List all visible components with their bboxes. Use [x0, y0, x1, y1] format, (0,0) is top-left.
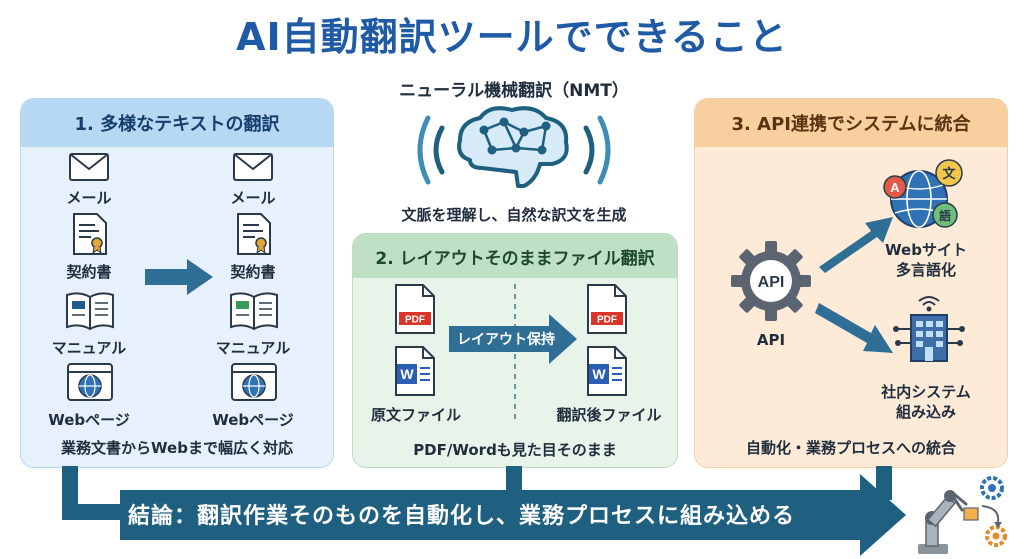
system-label-line1: 社内システム	[881, 383, 971, 401]
label-webpage-source: Webページ	[48, 411, 130, 429]
api-label: API	[756, 331, 786, 349]
api-gear-text: API	[758, 274, 785, 291]
pdf-text: PDF	[405, 315, 425, 326]
translate-arrow	[145, 259, 213, 295]
layout-keep-arrow	[449, 314, 577, 364]
mail-icon	[233, 153, 273, 181]
page-title: AI自動翻訳ツールでできること	[236, 15, 788, 59]
label-mail-target: メール	[230, 189, 276, 207]
panel3-heading: 3. API連携でシステムに統合	[695, 99, 1007, 147]
nmt-title: ニューラル機械翻訳（NMT）	[399, 81, 629, 101]
conclusion-banner: 結論：翻訳作業そのものを自動化し、業務プロセスに組み込める	[128, 504, 796, 529]
pdf-file-icon: PDF	[587, 284, 627, 334]
globe-language-icon: A 文 語	[883, 159, 963, 228]
brain-icon	[417, 106, 611, 188]
building-icon	[893, 296, 965, 362]
api-gear-icon: API	[731, 241, 811, 321]
layout-keep-label: レイアウト保持	[457, 332, 555, 348]
bubble-go: 語	[939, 208, 951, 223]
divider	[514, 284, 516, 424]
bubble-a: A	[890, 180, 900, 195]
web-label-line1: Webサイト	[885, 241, 967, 259]
label-webpage-target: Webページ	[212, 411, 294, 429]
word-text: W	[400, 366, 414, 382]
web-label-line2: 多言語化	[895, 261, 956, 279]
label-manual-source: マニュアル	[51, 339, 127, 357]
arrow-to-system	[815, 303, 893, 353]
word-file-icon: W	[587, 346, 627, 396]
system-label-line2: 組み込み	[895, 403, 956, 421]
robot-arm-icon	[918, 476, 1007, 554]
panel-file-translation: 2. レイアウトそのままファイル翻訳 PDF W 原文ファイル レイアウト保持 …	[352, 233, 678, 468]
label-mail-source: メール	[66, 189, 112, 207]
panel2-footer: PDF/Wordも見た目そのまま	[413, 441, 617, 459]
arrow-to-web	[819, 217, 893, 273]
word-text: W	[592, 366, 606, 382]
manual-icon	[66, 292, 114, 331]
panel3-footer: 自動化・業務プロセスへの統合	[745, 439, 956, 457]
mail-icon	[69, 153, 109, 181]
label-contract-source: 契約書	[66, 263, 112, 281]
bubble-bun: 文	[942, 166, 956, 182]
webpage-icon	[67, 363, 113, 401]
target-file-label: 翻訳後ファイル	[556, 406, 662, 424]
pdf-file-icon: PDF	[395, 284, 435, 334]
label-contract-target: 契約書	[230, 263, 276, 281]
label-manual-target: マニュアル	[215, 339, 291, 357]
panel1-heading: 1. 多様なテキストの翻訳	[21, 99, 333, 147]
panel2-heading: 2. レイアウトそのままファイル翻訳	[353, 234, 677, 278]
panel1-footer: 業務文書からWebまで幅広く対応	[61, 439, 293, 457]
contract-icon	[237, 213, 271, 255]
contract-icon	[73, 213, 107, 255]
nmt-description: 文脈を理解し、自然な訳文を生成	[401, 206, 627, 224]
word-file-icon: W	[395, 346, 435, 396]
pdf-text: PDF	[597, 315, 617, 326]
manual-icon	[230, 292, 278, 331]
panel-text-translation: 1. 多様なテキストの翻訳 メール 契約書 マニュアル Webページ	[20, 98, 334, 468]
panel-api-integration: 3. API連携でシステムに統合 API API A 文	[694, 98, 1008, 468]
webpage-icon	[231, 363, 277, 401]
source-file-label: 原文ファイル	[370, 406, 461, 424]
